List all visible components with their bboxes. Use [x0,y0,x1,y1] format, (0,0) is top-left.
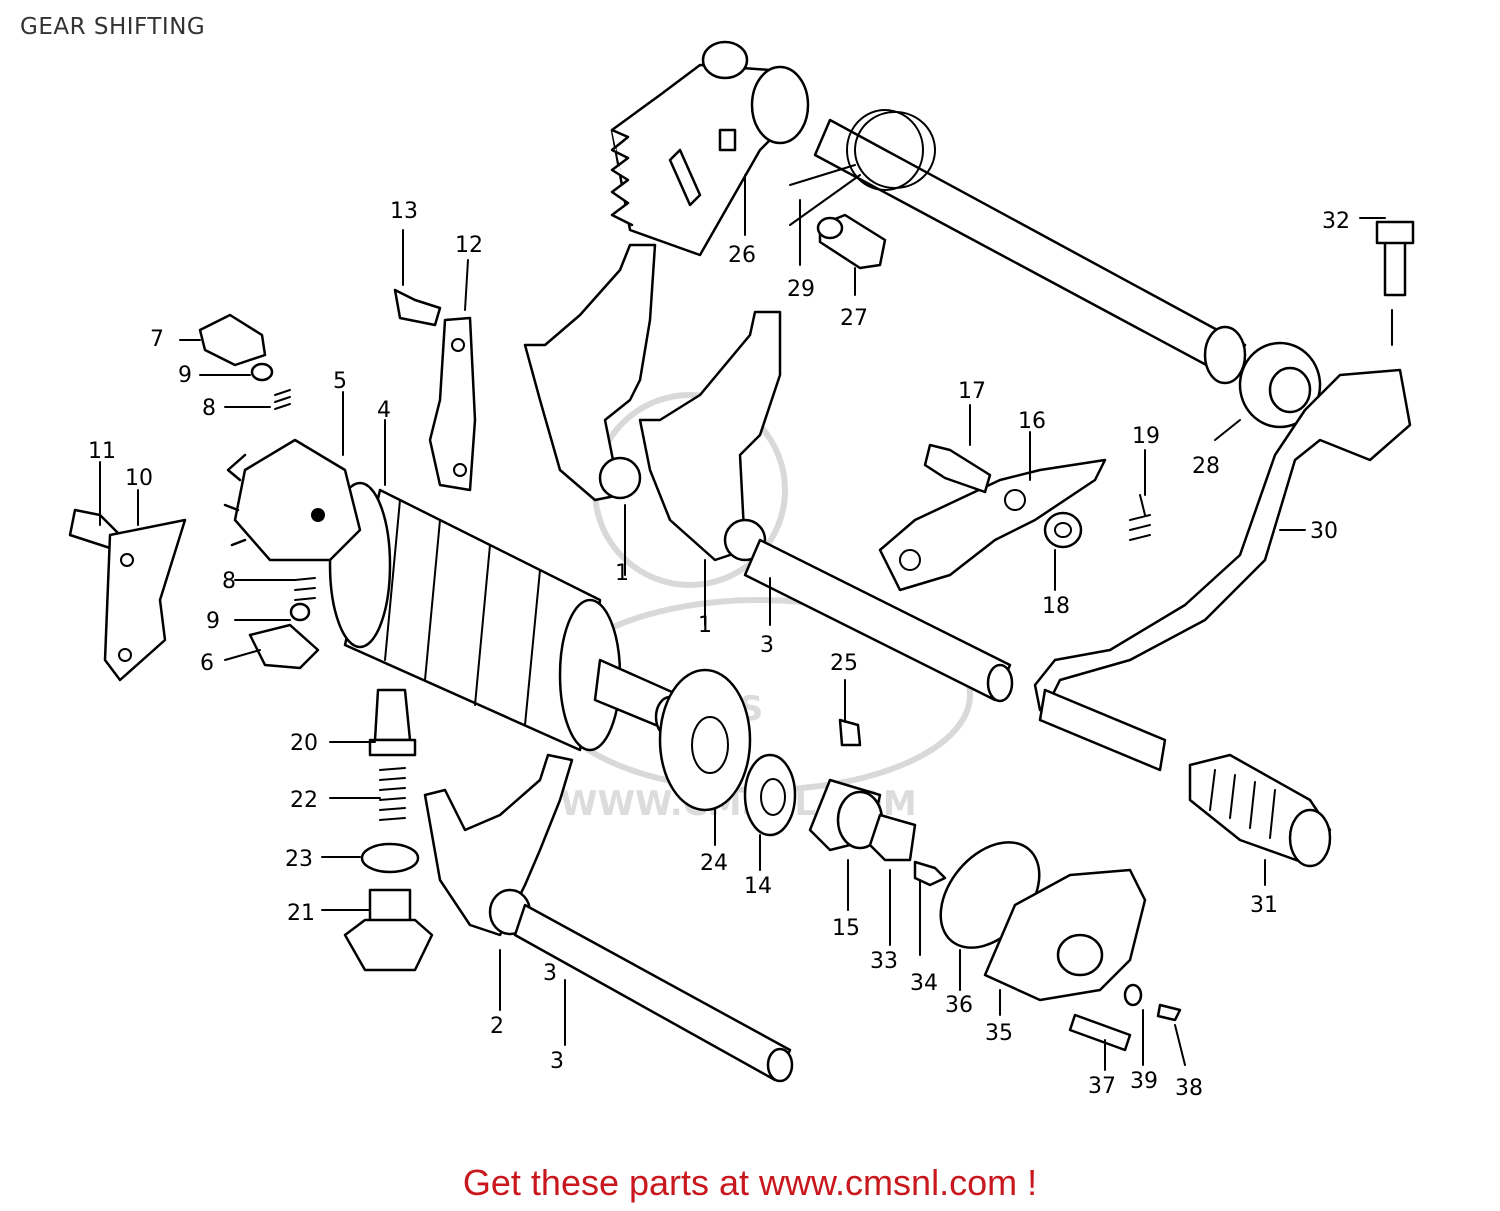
center-bearing-parts [658,668,947,887]
callout-7: 7 [150,327,164,352]
callout-38: 38 [1175,1076,1203,1101]
neutral-switch-parts [343,688,434,972]
callout-21: 21 [287,901,315,926]
gearshift-shaft-assembly [610,40,1247,385]
callout-15: 15 [832,916,860,941]
bearing-and-bolt [1238,220,1415,429]
callout-11: 11 [88,439,116,464]
callout-20: 20 [290,731,318,756]
callout-16: 16 [1018,409,1046,434]
cover-assembly [939,841,1182,1052]
callout-10: 10 [125,466,153,491]
callout-4: 4 [377,398,391,423]
callout-27: 27 [840,306,868,331]
callout-24: 24 [700,851,728,876]
callout-17: 17 [958,379,986,404]
callout-29: 29 [787,277,815,302]
callout-36: 36 [945,993,973,1018]
callout-6: 6 [200,651,214,676]
callout-33: 33 [870,949,898,974]
callout-18: 18 [1042,594,1070,619]
callout-30: 30 [1310,519,1338,544]
callout-9b: 9 [206,609,220,634]
callout-28: 28 [1192,454,1220,479]
gearshift-lever [1033,368,1412,868]
callout-32: 32 [1322,209,1350,234]
footer-link-text[interactable]: Get these parts at www.cmsnl.com ! [462,1162,1038,1203]
callout-34: 34 [910,971,938,996]
callout-37: 37 [1088,1074,1116,1099]
stopper-parts [68,288,477,682]
callout-19: 19 [1132,424,1160,449]
leader-lines [99,174,1386,1071]
callout-39: 39 [1130,1069,1158,1094]
callout-8a: 8 [202,396,216,421]
callout-3a: 3 [760,633,774,658]
gearshift-forks [423,243,1014,1083]
callout-12: 12 [455,233,483,258]
callout-3b: 3 [550,1049,564,1074]
callout-2: 2 [490,1014,504,1039]
callout-8b: 8 [222,569,236,594]
stopper-plate-assembly [878,443,1151,592]
callout-13: 13 [390,199,418,224]
callout-3c: 3 [543,961,557,986]
callout-1a: 1 [615,561,629,586]
callout-14: 14 [744,874,772,899]
page-title: GEAR SHIFTING [20,14,206,40]
callout-26: 26 [728,243,756,268]
callout-35: 35 [985,1021,1013,1046]
callout-9a: 9 [178,363,192,388]
callout-25: 25 [830,651,858,676]
callout-31: 31 [1250,893,1278,918]
callout-22: 22 [290,788,318,813]
callout-5: 5 [333,369,347,394]
callout-1b: 1 [698,613,712,638]
callout-23: 23 [285,847,313,872]
callout-labels: 1 1 2 3 3 3 4 5 6 7 8 8 9 9 10 11 12 13 … [88,199,1350,1101]
